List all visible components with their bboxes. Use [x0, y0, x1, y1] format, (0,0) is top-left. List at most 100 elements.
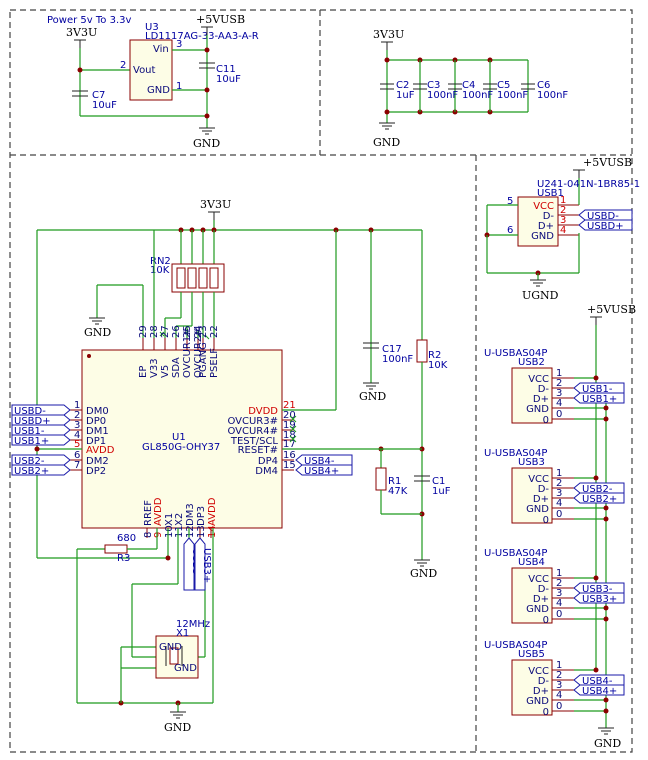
net-label-port: USB2+	[582, 494, 617, 505]
svg-text:U-USBAS04P: U-USBAS04P	[484, 448, 547, 459]
svg-text:SDA: SDA	[171, 357, 182, 378]
svg-text:VCC: VCC	[528, 374, 549, 385]
usb-port-connector	[511, 659, 553, 716]
svg-text:V5: V5	[160, 365, 171, 378]
svg-text:R1: R1	[388, 476, 401, 487]
net-label-port: USB1+	[582, 394, 617, 405]
svg-text:0: 0	[543, 415, 549, 426]
svg-text:3: 3	[560, 215, 566, 226]
svg-text:RREF: RREF	[143, 500, 154, 526]
svg-text:16: 16	[283, 450, 296, 461]
svg-text:DP1: DP1	[86, 436, 106, 447]
bottom-net-labels: USB3-USB3+	[183, 537, 212, 591]
svg-text:10: 10	[164, 525, 175, 538]
net-label-left: USB1+	[14, 436, 49, 447]
gnd-label-c1: GND	[410, 567, 437, 580]
hub-section: 3V3U RN2 10K GND	[11, 198, 451, 734]
svg-text:1: 1	[74, 400, 80, 411]
u1-pin-top-23: 23	[198, 325, 209, 338]
svg-text:100nF: 100nF	[537, 90, 568, 101]
svg-text:OVCUR4#: OVCUR4#	[227, 426, 278, 437]
svg-text:100nF: 100nF	[462, 90, 493, 101]
svg-text:X2: X2	[174, 513, 185, 526]
svg-text:DM2: DM2	[86, 456, 109, 467]
svg-text:VCC: VCC	[528, 666, 549, 677]
left-net-labels: USBD-USBD+USB1-USB1+USB2-USB2+	[11, 404, 71, 477]
svg-text:GND: GND	[526, 504, 549, 515]
net-label-port: USB3-	[582, 584, 613, 595]
svg-text:U-USBAS04P: U-USBAS04P	[484, 548, 547, 559]
svg-text:PGANG: PGANG	[198, 342, 209, 378]
svg-text:DM1: DM1	[86, 426, 109, 437]
svg-text:12: 12	[185, 525, 196, 538]
svg-text:OVCUR1#: OVCUR1#	[182, 327, 193, 378]
svg-text:C4: C4	[462, 80, 475, 91]
net-label-left: USB2-	[14, 456, 45, 467]
svg-text:C5: C5	[497, 80, 510, 91]
svg-text:VCC: VCC	[528, 574, 549, 585]
svg-text:R3: R3	[117, 553, 130, 564]
c11-value: 10uF	[216, 74, 241, 85]
svg-text:GND: GND	[526, 604, 549, 615]
svg-text:1: 1	[556, 568, 562, 579]
ugnd-label: UGND	[522, 289, 559, 302]
svg-text:USB3: USB3	[518, 457, 545, 468]
svg-text:PSELF: PSELF	[209, 348, 220, 378]
net-label-left: USBD+	[14, 416, 51, 427]
svg-text:GND: GND	[147, 85, 170, 96]
svg-text:D-: D-	[538, 584, 550, 595]
u1-pin-top-22: 22	[209, 325, 220, 338]
svg-text:USB2: USB2	[518, 357, 545, 368]
usb-port-connector	[511, 467, 553, 524]
svg-text:VCC: VCC	[533, 201, 554, 212]
svg-text:OVCUR2#: OVCUR2#	[193, 327, 204, 378]
svg-text:D-: D-	[538, 384, 550, 395]
net-label-right: USB4+	[304, 466, 339, 477]
svg-text:680: 680	[117, 533, 136, 544]
v33-label-left: 3V3U	[66, 26, 97, 39]
right-net-labels: USB4-USB4+	[295, 454, 353, 477]
svg-text:19: 19	[283, 420, 296, 431]
usb1-connector	[517, 196, 559, 247]
svg-text:6: 6	[507, 225, 513, 236]
svg-text:DVDD: DVDD	[248, 406, 278, 417]
u3-regulator	[129, 39, 173, 101]
svg-text:1: 1	[560, 195, 566, 206]
svg-text:3: 3	[556, 588, 562, 599]
net-label-port: USB4-	[582, 676, 613, 687]
svg-text:AVDD: AVDD	[153, 497, 164, 526]
svg-text:3: 3	[556, 680, 562, 691]
svg-text:V33: V33	[149, 358, 160, 378]
svg-text:D+: D+	[538, 221, 554, 232]
svg-text:C1: C1	[432, 476, 445, 487]
gnd-label-ep: GND	[84, 326, 111, 339]
svg-text:4: 4	[74, 430, 80, 441]
gnd-label-caps: GND	[373, 136, 400, 149]
svg-text:DM4: DM4	[255, 466, 278, 477]
svg-text:0: 0	[556, 409, 562, 420]
svg-text:4: 4	[556, 398, 562, 409]
svg-text:15: 15	[283, 460, 296, 471]
svg-text:0: 0	[543, 615, 549, 626]
svg-text:0: 0	[556, 701, 562, 712]
u1-ref: U1	[172, 432, 186, 443]
svg-text:4: 4	[556, 690, 562, 701]
gnd-label-reg: GND	[193, 137, 220, 150]
net-label-port: USB4+	[582, 686, 617, 697]
svg-text:21: 21	[283, 400, 296, 411]
svg-text:1: 1	[556, 368, 562, 379]
sheet-borders	[9, 9, 633, 753]
svg-text:EP: EP	[138, 366, 149, 378]
svg-text:AVDD: AVDD	[86, 445, 115, 456]
svg-text:5: 5	[74, 439, 80, 450]
svg-text:DP0: DP0	[86, 416, 106, 427]
svg-text:10K: 10K	[428, 360, 448, 371]
svg-text:2: 2	[556, 478, 562, 489]
svg-text:11: 11	[174, 525, 185, 538]
u1-pin-top-25: 25	[182, 325, 193, 338]
svg-text:3: 3	[556, 388, 562, 399]
svg-text:DP3: DP3	[196, 506, 207, 526]
